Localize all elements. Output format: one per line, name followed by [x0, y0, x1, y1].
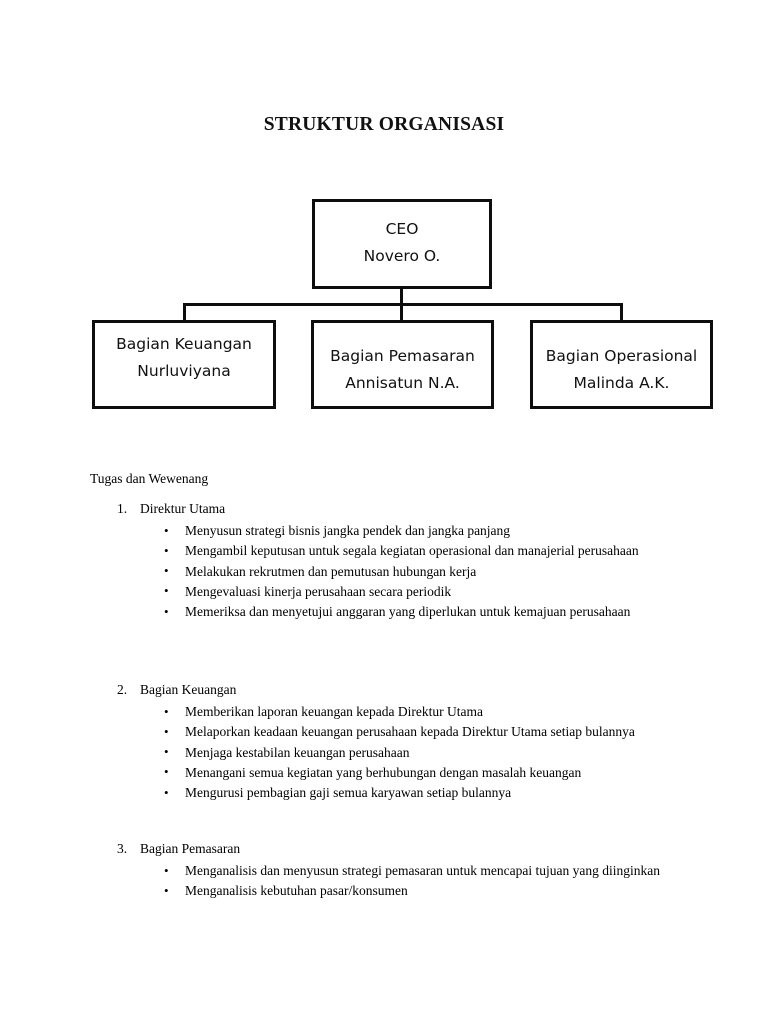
org-node-keuangan-name: Nurluviyana — [137, 361, 231, 380]
connector-horizontal-bus — [183, 303, 623, 306]
connector-drop-left — [183, 303, 186, 321]
org-node-pemasaran[interactable]: Bagian Pemasaran Annisatun N.A. — [311, 320, 494, 409]
section-number: 3. — [117, 841, 128, 856]
list-item: Memeriksa dan menyetujui anggaran yang d… — [0, 601, 768, 622]
list-item: Menganalisis kebutuhan pasar/konsumen — [0, 881, 768, 901]
page-title: STRUKTUR ORGANISASI — [263, 114, 505, 135]
org-node-keuangan[interactable]: Bagian Keuangan Nurluviyana — [92, 320, 276, 409]
list-item: Menyusun strategi bisnis jangka pendek d… — [0, 520, 768, 541]
connector-drop-right — [620, 303, 623, 321]
section-title-row: 1. Direktur Utama — [0, 499, 768, 521]
section-title: Direktur Utama — [140, 501, 226, 516]
section-number: 1. — [117, 501, 128, 516]
org-node-ceo-role: CEO — [385, 220, 419, 238]
org-node-ceo-name: Novero O. — [363, 246, 441, 265]
list-item: Melaporkan keadaan keuangan perusahaan k… — [0, 722, 768, 742]
org-node-operasional-name: Malinda A.K. — [573, 373, 670, 392]
org-node-pemasaran-role: Bagian Pemasaran — [330, 347, 475, 365]
section-bullet-list: Memberikan laporan keuangan kepada Direk… — [0, 701, 768, 803]
list-item: Mengurusi pembagian gaji semua karyawan … — [0, 782, 768, 803]
section-direktur-utama: 1. Direktur Utama Menyusun strategi bisn… — [0, 499, 768, 622]
org-node-keuangan-role: Bagian Keuangan — [116, 335, 252, 353]
section-number: 2. — [117, 682, 128, 697]
section-bullet-list: Menyusun strategi bisnis jangka pendek d… — [0, 520, 768, 622]
org-node-pemasaran-name: Annisatun N.A. — [345, 373, 460, 392]
list-item: Mengambil keputusan untuk segala kegiata… — [0, 541, 768, 561]
section-bullet-list: Menganalisis dan menyusun strategi pemas… — [0, 860, 768, 902]
org-node-ceo[interactable]: CEO Novero O. — [312, 199, 492, 289]
section-bagian-keuangan: 2. Bagian Keuangan Memberikan laporan ke… — [0, 680, 768, 803]
list-item: Menganalisis dan menyusun strategi pemas… — [0, 860, 768, 881]
organization-chart: CEO Novero O. Bagian Keuangan Nurluviyan… — [0, 0, 768, 430]
section-title: Bagian Pemasaran — [140, 841, 241, 856]
list-item: Menjaga kestabilan keuangan perusahaan — [0, 742, 768, 763]
body-heading: Tugas dan Wewenang — [90, 471, 209, 486]
list-item: Memberikan laporan keuangan kepada Direk… — [0, 701, 768, 722]
list-item: Melakukan rekrutmen dan pemutusan hubung… — [0, 561, 768, 582]
list-item: Menangani semua kegiatan yang berhubunga… — [0, 762, 768, 783]
list-item: Mengevaluasi kinerja perusahaan secara p… — [0, 581, 768, 602]
section-bagian-pemasaran: 3. Bagian Pemasaran Menganalisis dan men… — [0, 839, 768, 902]
org-node-operasional-role: Bagian Operasional — [545, 347, 698, 365]
org-node-operasional[interactable]: Bagian Operasional Malinda A.K. — [530, 320, 713, 409]
section-title-row: 2. Bagian Keuangan — [0, 680, 768, 702]
section-title: Bagian Keuangan — [140, 682, 237, 697]
section-title-row: 3. Bagian Pemasaran — [0, 839, 768, 861]
